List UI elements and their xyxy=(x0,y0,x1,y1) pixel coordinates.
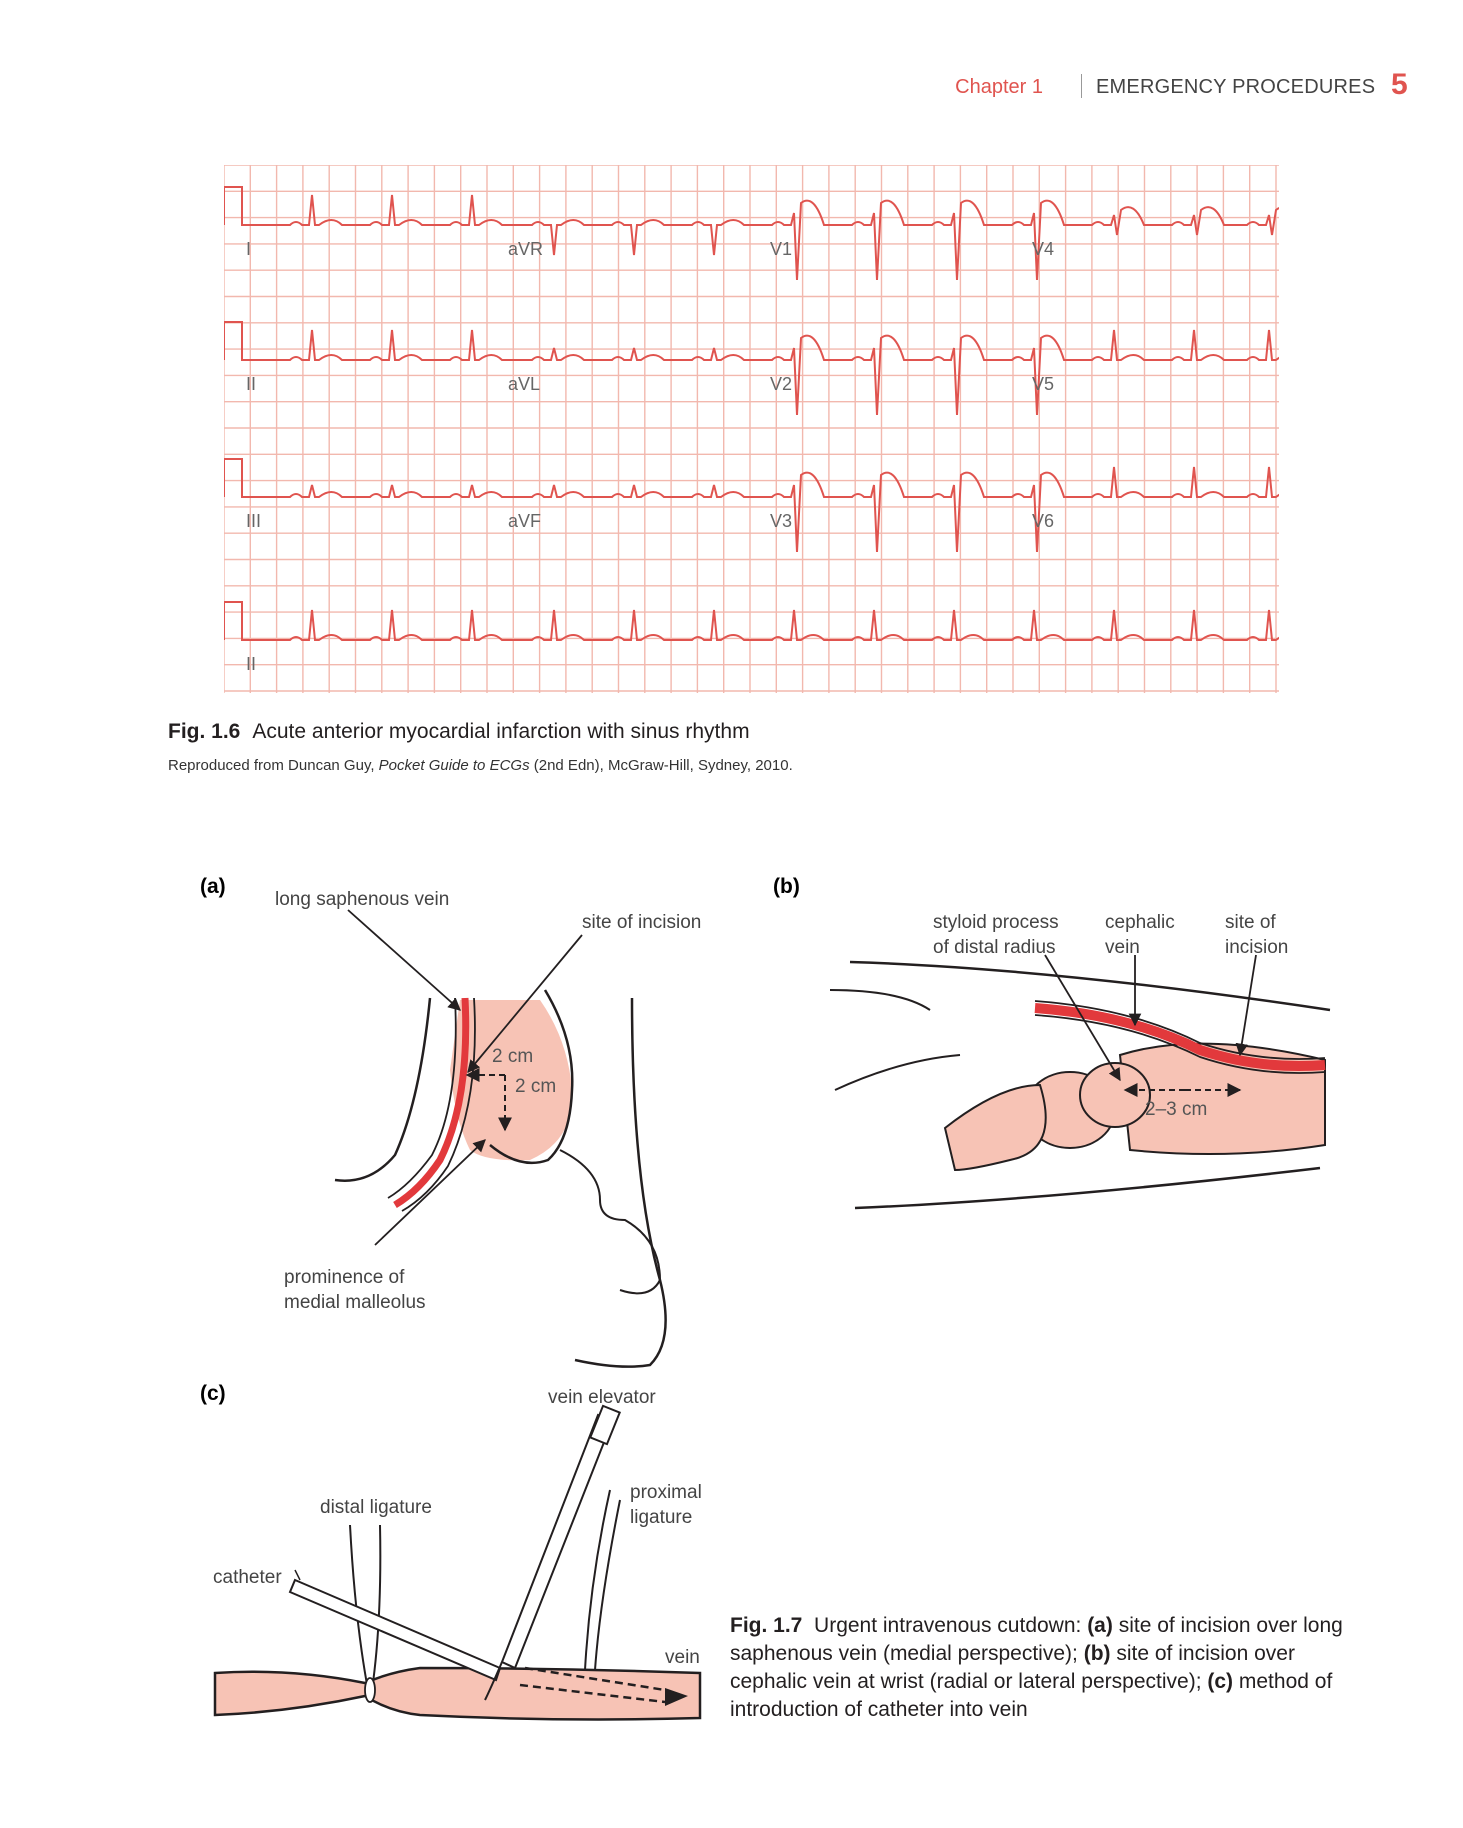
panel-c-cutdown: (c) vein elevator proximal ligature dist… xyxy=(200,1382,702,1721)
dim-2-3cm: 2–3 cm xyxy=(1145,1099,1207,1120)
label-cephalic-line1: cephalic xyxy=(1105,912,1175,933)
dim-2cm-vertical: 2 cm xyxy=(515,1076,556,1097)
label-long-saphenous-vein: long saphenous vein xyxy=(275,889,449,910)
ecg-row-trace xyxy=(223,458,1302,553)
leg-outline-front xyxy=(334,997,432,1182)
label-prominence-line2: medial malleolus xyxy=(284,1292,426,1313)
ecg-lead-label: I xyxy=(246,239,251,259)
ankle-incision-area xyxy=(450,1000,573,1161)
label-site-of-incision: site of incision xyxy=(582,912,701,933)
page-number: 5 xyxy=(1391,68,1408,101)
panel-a-ankle: (a) 2 cm 2 cm long saphenous vein site o… xyxy=(200,875,701,1368)
label-styloid-line1: styloid process xyxy=(933,912,1059,933)
label-styloid-line2: of distal radius xyxy=(933,937,1056,958)
label-prominence-line1: prominence of xyxy=(284,1267,405,1288)
vein-body xyxy=(213,1666,702,1721)
dim-2cm-horizontal: 2 cm xyxy=(492,1046,533,1067)
fig17-caption-b: (b) xyxy=(1083,1642,1111,1665)
chapter-title: EMERGENCY PROCEDURES xyxy=(1096,76,1376,98)
running-header: Chapter 1 EMERGENCY PROCEDURES 5 xyxy=(0,68,1463,108)
ecg-lead-label: V3 xyxy=(770,511,792,531)
label-site-line1: site of xyxy=(1225,912,1276,933)
chapter-label: Chapter 1 xyxy=(955,76,1043,98)
ecg-lead-label: aVF xyxy=(508,511,541,531)
fig16-label: Fig. 1.6 xyxy=(168,720,241,743)
ecg-lead-label: V1 xyxy=(770,239,792,259)
panel-a-tag: (a) xyxy=(200,875,226,898)
fig17-caption-part3: site of incision over cephalic vein at w… xyxy=(730,1642,1295,1693)
panel-b-tag: (b) xyxy=(773,875,800,898)
carpal-bone-2 xyxy=(1079,1062,1151,1128)
label-vein-elevator: vein elevator xyxy=(548,1387,656,1408)
ecg-traces xyxy=(223,186,1302,641)
ecg-lead-label: aVL xyxy=(508,374,540,394)
fig17-caption-part2: site of incision over long saphenous vei… xyxy=(730,1614,1343,1665)
ecg-lead-label: II xyxy=(246,374,256,394)
panel-b-wrist: (b) 2–3 cm styloid process of distal rad… xyxy=(773,875,1331,1210)
fig17-caption: Fig. 1.7 Urgent intravenous cutdown: (a)… xyxy=(730,1612,1350,1724)
catheter-insertion-path xyxy=(524,1666,666,1692)
fig16-caption: Fig. 1.6 Acute anterior myocardial infarc… xyxy=(168,720,750,744)
fig17-caption-c: (c) xyxy=(1207,1670,1234,1693)
ecg-lead-label: V2 xyxy=(770,374,792,394)
ecg-lead-label: aVR xyxy=(508,239,543,259)
label-vein: vein xyxy=(665,1647,700,1668)
ecg-row-trace xyxy=(223,601,1302,641)
ecg-grid xyxy=(223,164,1279,693)
fig17-caption-part4: method of introduction of catheter into … xyxy=(730,1670,1333,1721)
heel-outline xyxy=(574,997,667,1368)
fig16-source-title: Pocket Guide to ECGs xyxy=(378,757,530,774)
cephalic-vein xyxy=(1034,1003,1326,1071)
foot-outline xyxy=(559,1149,662,1295)
panel-c-tag: (c) xyxy=(200,1382,226,1405)
header-divider xyxy=(1081,74,1082,98)
label-site-line2: incision xyxy=(1225,937,1288,958)
leg-outline-inner xyxy=(489,989,574,1165)
ecg-row-trace xyxy=(223,321,1302,416)
label-proximal-line1: proximal xyxy=(630,1482,702,1503)
fig16-caption-text: Acute anterior myocardial infarction wit… xyxy=(252,720,750,743)
proximal-ligature xyxy=(584,1489,621,1671)
ecg-lead-label: V6 xyxy=(1032,511,1054,531)
catheter xyxy=(288,1578,502,1682)
ecg-lead-label: V4 xyxy=(1032,239,1054,259)
fig17-caption-part1: Urgent intravenous cutdown: xyxy=(814,1614,1088,1637)
hand-outline xyxy=(829,989,961,1091)
label-proximal-line2: ligature xyxy=(630,1507,692,1528)
ecg-row-trace xyxy=(223,186,1301,281)
fig16-source-prefix: Reproduced from Duncan Guy, xyxy=(168,757,379,774)
ecg-lead-label: V5 xyxy=(1032,374,1054,394)
long-saphenous-vein xyxy=(393,997,470,1209)
label-cephalic-line2: vein xyxy=(1105,937,1140,958)
forearm-outline-bottom xyxy=(854,1166,1321,1210)
ecg-lead-label: II xyxy=(246,654,256,674)
fig16-source-suffix: (2nd Edn), McGraw-Hill, Sydney, 2010. xyxy=(529,757,793,774)
forearm-outline-top xyxy=(849,960,1331,1012)
metacarpal xyxy=(943,1083,1047,1172)
vein-elevator-handle xyxy=(588,1404,622,1446)
fig17-label: Fig. 1.7 xyxy=(730,1614,803,1637)
label-distal-ligature: distal ligature xyxy=(320,1497,432,1518)
vein-elevator xyxy=(500,1413,614,1670)
label-catheter: catheter xyxy=(213,1567,282,1588)
ecg-lead-label: III xyxy=(246,511,261,531)
fig17-caption-a: (a) xyxy=(1087,1614,1113,1637)
fig16-source: Reproduced from Duncan Guy, Pocket Guide… xyxy=(168,757,793,774)
